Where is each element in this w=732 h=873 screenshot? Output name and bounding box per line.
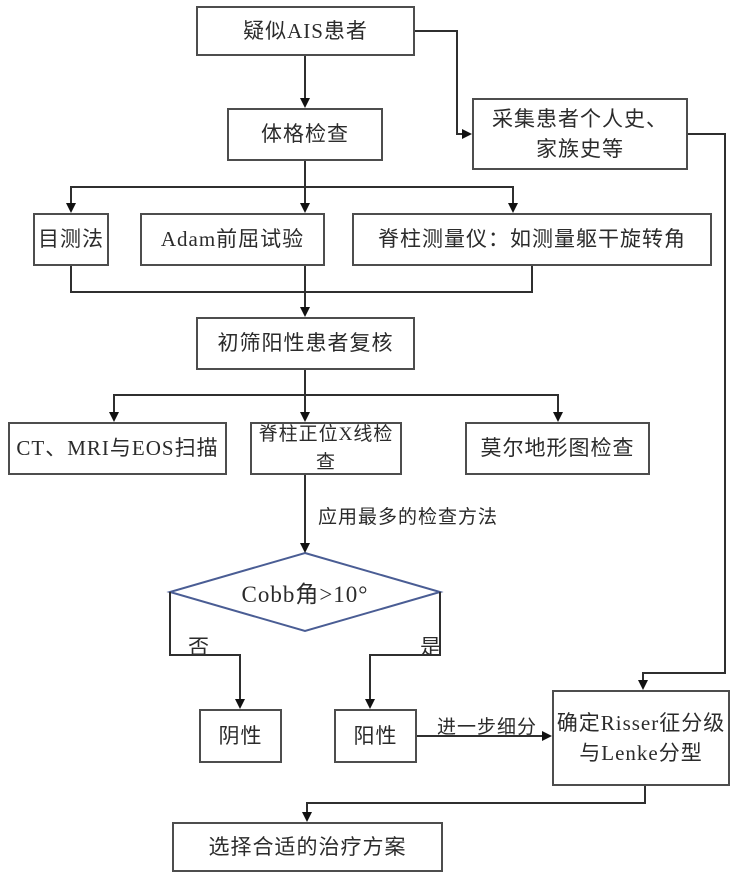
arrowhead-recheck [300, 307, 310, 317]
history-line2: 家族史等 [536, 137, 624, 161]
arrowhead-treatment [302, 812, 312, 822]
node-xray: 脊柱正位X线检查 [250, 422, 402, 475]
risser-line1: 确定Risser征分级 [556, 710, 726, 735]
node-physical-exam-label: 体格检查 [261, 122, 349, 147]
edge-no-v2 [239, 654, 241, 701]
edge-branch-moire [557, 394, 559, 414]
edge-row3-branch [113, 394, 559, 396]
node-scoliometer-label: 脊柱测量仪：如测量躯干旋转角 [378, 227, 686, 252]
node-positive-label: 阳性 [353, 723, 398, 748]
edge-branch-scoliometer [512, 186, 514, 205]
history-line1: 采集患者个人史、 [492, 106, 668, 131]
edge-visual-converge [70, 266, 72, 293]
node-treatment-plan-label: 选择合适的治疗方案 [208, 834, 407, 859]
arrowhead-ct [109, 412, 119, 422]
edge-adam-recheck [304, 266, 306, 309]
edge-risser-treatment-h [306, 802, 646, 804]
edge-no-v1 [169, 592, 171, 656]
cobb-decision-diamond [166, 551, 444, 633]
edge-suspected-history-h2 [456, 133, 464, 135]
node-negative: 阴性 [199, 709, 282, 763]
edge-label-most-used: 应用最多的检查方法 [318, 507, 499, 528]
node-history-collection: 采集患者个人史、 家族史等 [472, 98, 688, 170]
node-positive: 阳性 [334, 709, 417, 763]
arrowhead-positive [365, 699, 375, 709]
node-recheck-positive: 初筛阳性患者复核 [196, 317, 415, 370]
arrowhead-risser-top [638, 680, 648, 690]
arrowhead-negative [235, 699, 245, 709]
node-history-collection-label: 采集患者个人史、 家族史等 [492, 104, 668, 165]
node-risser-lenke-label: 确定Risser征分级 与Lenke分型 [557, 708, 726, 769]
edge-yes-h [369, 654, 441, 656]
arrowhead-cobb [300, 543, 310, 553]
edge-positive-risser [417, 735, 544, 737]
arrowhead-moire [553, 412, 563, 422]
edge-no-h [169, 654, 241, 656]
edge-suspected-history-v [456, 30, 458, 135]
node-ct-mri-eos-label: CT、MRI与EOS扫描 [16, 436, 219, 461]
edge-history-risser-h1 [688, 133, 726, 135]
edge-yes-v2 [369, 654, 371, 701]
edge-suspected-physical [304, 56, 306, 100]
arrowhead-scoliometer [508, 203, 518, 213]
node-treatment-plan: 选择合适的治疗方案 [172, 822, 443, 872]
node-negative-label: 阴性 [218, 723, 263, 748]
edge-label-further: 进一步细分 [437, 717, 538, 738]
arrowhead-history [462, 129, 472, 139]
risser-line2: 与Lenke分型 [579, 741, 703, 765]
edge-branch-visual [70, 186, 72, 205]
edge-xray-cobb [304, 475, 306, 545]
edge-scoliometer-converge [531, 266, 533, 293]
edge-suspected-history-h1 [415, 30, 458, 32]
arrowhead-adam [300, 203, 310, 213]
edge-label-no: 否 [188, 635, 210, 659]
arrowhead-risser-left [542, 731, 552, 741]
node-scoliometer: 脊柱测量仪：如测量躯干旋转角 [352, 213, 712, 266]
edge-history-risser-h2 [642, 672, 726, 674]
arrowhead-visual [66, 203, 76, 213]
node-visual-inspection: 目测法 [33, 213, 109, 266]
edge-risser-treatment-v1 [644, 786, 646, 804]
node-recheck-positive-label: 初筛阳性患者复核 [217, 331, 394, 356]
node-xray-label: 脊柱正位X线检查 [258, 423, 394, 473]
node-ct-mri-eos: CT、MRI与EOS扫描 [8, 422, 227, 475]
edge-risser-treatment-v2 [306, 802, 308, 814]
edge-label-yes: 是 [420, 635, 442, 659]
node-adam-test: Adam前屈试验 [140, 213, 325, 266]
edge-history-risser-v2 [642, 672, 644, 682]
node-moire-label: 莫尔地形图检查 [480, 436, 635, 461]
arrowhead-xray [300, 412, 310, 422]
edge-converge-h [70, 291, 533, 293]
edge-yes-v1 [439, 592, 441, 656]
node-suspected-ais: 疑似AIS患者 [196, 6, 415, 56]
arrowhead-physical [300, 98, 310, 108]
node-suspected-ais-label: 疑似AIS患者 [243, 18, 368, 43]
node-risser-lenke: 确定Risser征分级 与Lenke分型 [552, 690, 730, 786]
node-adam-test-label: Adam前屈试验 [160, 227, 305, 252]
node-physical-exam: 体格检查 [227, 108, 383, 161]
node-moire: 莫尔地形图检查 [465, 422, 650, 475]
node-visual-inspection-label: 目测法 [38, 227, 104, 252]
edge-physical-adam [304, 161, 306, 205]
edge-branch-ct [113, 394, 115, 414]
edge-row2-branch [70, 186, 514, 188]
cobb-decision-label: Cobb角>10° [241, 582, 369, 607]
edge-history-risser-v [724, 133, 726, 674]
edge-recheck-xray [304, 370, 306, 414]
